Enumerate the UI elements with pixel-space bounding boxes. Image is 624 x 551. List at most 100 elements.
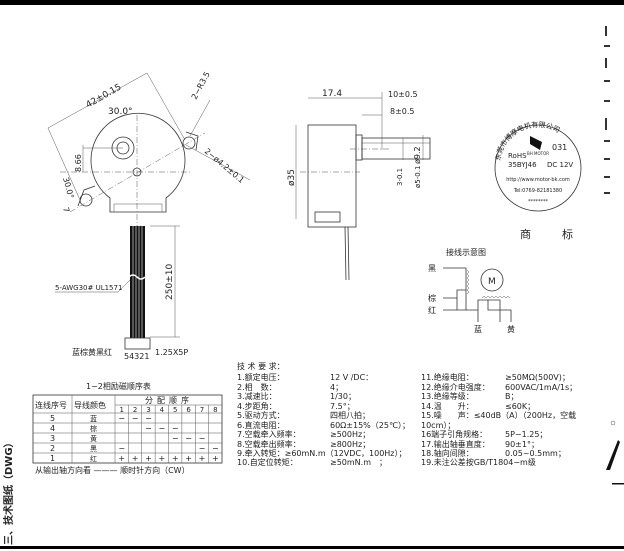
brand-text: BH MOTOR [527, 151, 549, 156]
requirement-label: 19.未注公差按GB/T1804−m级 [421, 457, 536, 467]
side-connector [314, 211, 341, 223]
requirement-value: 4； [330, 383, 343, 392]
stars-text: ******** [528, 199, 549, 205]
wire-blue-label: 蓝 [474, 324, 482, 334]
requirement-label: 9.牵入转矩：≥60mN.m（12VDC，100Hz）； [237, 448, 407, 458]
mount-hole-right [182, 136, 196, 150]
step-header: 6 [186, 406, 191, 414]
requirement-value: 12 V /DC： [330, 373, 373, 382]
requirement-label: 5.驱动方式： [237, 410, 285, 420]
requirement-value: ≥50mN.m ； [330, 458, 387, 467]
dim-ext-right [146, 72, 186, 141]
dim-body-text: 17.4 [322, 89, 342, 99]
sequence-table-title: 1−2相励磁顺序表 [86, 381, 151, 391]
coil-icon [466, 269, 511, 299]
requirement-value: B； [505, 392, 519, 401]
requirement-value: 90±1°； [505, 440, 539, 449]
wire-red-label: 红 [428, 305, 436, 315]
row-color: 蓝 [90, 414, 97, 423]
col-seq-header: 连线序号 [35, 400, 67, 410]
requirements-title: 技 术 要 求： [237, 361, 285, 371]
side-view: 17.4 10±0.5 8±0.5 ø35 ø9.2 3-0.1 ø5-0.1 [287, 89, 431, 281]
model-text: 35BYJ46 [508, 161, 537, 169]
connector [124, 337, 151, 350]
wire-spec-text: 5-AWG30# UL1571 [55, 284, 122, 292]
label-circle [494, 124, 582, 212]
requirement-value: 0.05~0.5mm； [505, 449, 566, 458]
section-title: 三、技术图纸（DWG） [2, 437, 15, 545]
sequence-table-footer: 从输出轴方向看 ——— 顺时针方向（CW） [35, 465, 190, 475]
sequence-cell: + [212, 454, 219, 463]
sequence-cell: − [145, 424, 152, 433]
requirement-value: ≥50MΩ(500V)； [505, 373, 570, 382]
dim-seven-text: 7 [61, 206, 71, 213]
row-seq: 1 [50, 454, 55, 463]
requirement-label: 13.绝缘等级： [421, 391, 474, 401]
row-seq: 5 [50, 414, 55, 423]
dim-radius-leader [189, 99, 211, 137]
row-color: 黑 [90, 445, 97, 453]
col-color-header: 导线颜色 [74, 400, 106, 410]
requirement-label: 4.步距角： [237, 401, 277, 411]
sequence-cell: + [199, 454, 206, 463]
step-header: 5 [173, 406, 177, 414]
row-seq: 4 [50, 424, 55, 433]
bottom-border [0, 546, 624, 549]
trademark-caption-left: 商 [520, 227, 531, 241]
pin-numbers-text: 54321 [124, 352, 149, 361]
sequence-cell: − [172, 424, 179, 433]
wire-brown-label: 棕 [428, 293, 436, 303]
wire-black-label: 黑 [428, 264, 436, 273]
dim-holes-text: 2−ø4.2±0.1 [203, 147, 246, 185]
requirement-value: 5P−1.25； [505, 430, 547, 439]
dim-shaft-total-text: 10±0.5 [388, 90, 418, 99]
sequence-cell: − [118, 414, 125, 423]
row-seq: 2 [50, 444, 55, 453]
requirement-label: 3.减速比： [237, 391, 277, 401]
sequence-cell: + [185, 454, 192, 463]
requirement-label: 10.自定位转矩： [237, 457, 298, 467]
sequence-cell: − [158, 424, 165, 433]
right-edge-fragments [604, 26, 624, 485]
requirement-label: 2.相 数： [237, 382, 277, 392]
brand-logo-icon [530, 136, 542, 150]
tel-text: Tel:0769-82181380 [513, 188, 562, 194]
wire-colors-text: 蓝棕黄黑红 [72, 347, 112, 357]
step-header: 7 [200, 406, 204, 414]
trademark-label: 东莞市博摩电机有限公司 031 BH MOTOR RoHS 35BYJ46 DC… [493, 120, 582, 241]
voltage-text: DC 12V [547, 161, 573, 169]
dim-lead-text: 250±10 [165, 264, 175, 300]
requirement-label: 11.绝缘电阻： [421, 372, 474, 382]
requirement-value: 600VAC/1mA/1s； [505, 383, 577, 392]
dim-angle-top-text: 30.0° [108, 107, 133, 117]
step-header: 1 [119, 406, 123, 414]
requirement-value: ≥800Hz； [330, 440, 370, 449]
motor-body-outline [90, 112, 186, 213]
motor-label: M [488, 277, 496, 287]
dim-width-line [47, 72, 148, 129]
col-distribution-header: 分配顺序 [145, 395, 193, 405]
row-color: 红 [90, 454, 97, 463]
requirement-label: 18.轴向间隙： [421, 448, 474, 458]
rohs-text: RoHS [508, 152, 527, 160]
sequence-cell: − [132, 414, 139, 423]
requirement-label: 6.直流电阻： [237, 420, 285, 430]
sequence-cell: − [199, 444, 206, 453]
requirement-label: 15.噪 声：≤40dB（A）（200Hz，空载 [421, 410, 576, 420]
row-seq: 3 [50, 434, 55, 443]
front-view: 42±0.15 30.0° 2−R3.5 2−ø4.2±0.1 8.66 30.… [47, 70, 251, 361]
sequence-cell: + [118, 454, 125, 463]
motor-symbol [480, 268, 504, 292]
sequence-cell: + [145, 454, 152, 463]
technical-requirements: 技 术 要 求： 1.额定电压：12 V /DC：2.相 数：4；3.减速比：1… [237, 361, 577, 467]
dim-shaft-flat-text: 8±0.5 [390, 107, 415, 116]
dim-diameter-text: ø35 [287, 169, 297, 186]
dim-ext-left [47, 127, 81, 201]
requirement-label: 12.绝缘介电强度： [421, 382, 490, 392]
wiring-title: 接线示意图 [446, 247, 486, 257]
row-color: 黄 [90, 434, 97, 443]
mount-ears [77, 131, 199, 207]
requirement-label: 16端子引角规格： [421, 429, 487, 439]
sequence-cell: − [185, 434, 192, 443]
